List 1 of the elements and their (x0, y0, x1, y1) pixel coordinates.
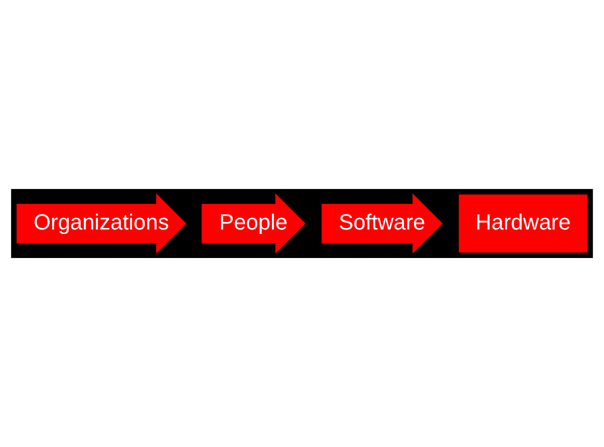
node-box: Hardware (458, 194, 588, 252)
